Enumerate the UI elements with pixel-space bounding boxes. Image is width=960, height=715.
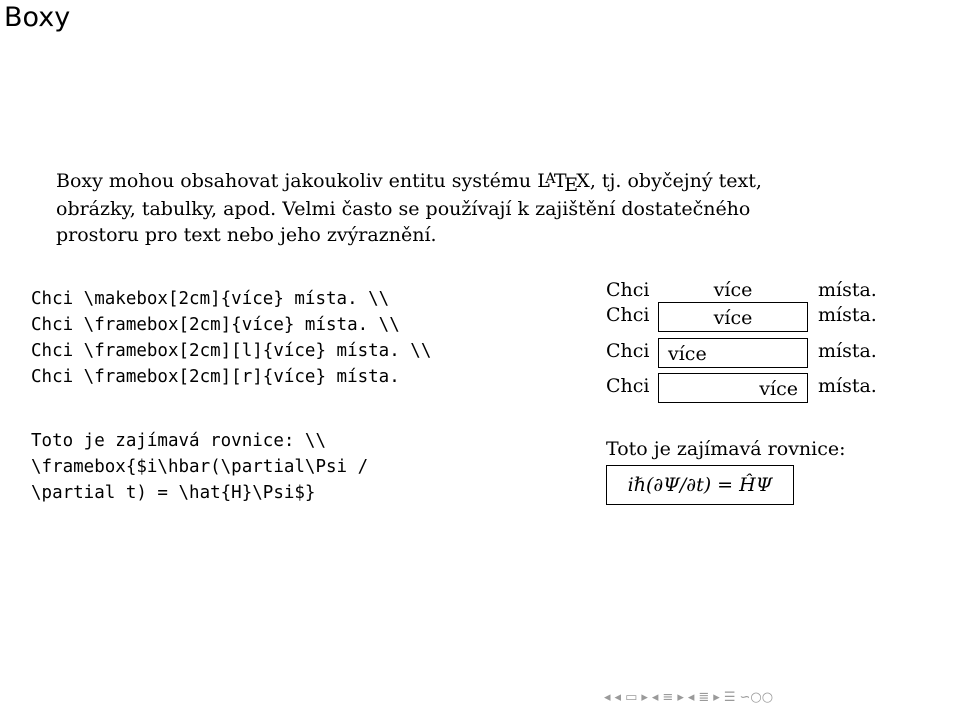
code-line: Chci \framebox[2cm][r]{více} místa.	[31, 367, 400, 387]
framebox-right: více	[658, 373, 808, 403]
subsection-right-icon[interactable]: ▸	[713, 690, 720, 705]
output-word: místa.	[818, 375, 877, 397]
subsection-left-icon[interactable]: ◂	[687, 690, 695, 705]
beamer-navigation: ◂ ◂ ▭ ▸ ◂ ≡ ▸ ◂ ≣ ▸ ☰ ∽○○	[604, 690, 773, 705]
triangle-left-icon[interactable]: ◂	[604, 690, 611, 705]
code-line: \framebox{$i\hbar(\partial\Psi /	[31, 457, 369, 477]
equation-framebox: iℏ(∂Ψ/∂t) = ĤΨ	[606, 465, 794, 505]
search-icon[interactable]: ∽○○	[739, 690, 774, 705]
framebox-centered: více	[658, 302, 808, 332]
frame-right-icon[interactable]: ▸	[641, 690, 648, 705]
section-left-icon[interactable]: ◂	[651, 690, 659, 705]
output-word: Chci	[606, 340, 650, 362]
frame-icon: ▭	[625, 690, 638, 705]
subsection-icon: ≣	[698, 690, 710, 705]
align-icon[interactable]: ☰	[723, 690, 736, 705]
code-line: Chci \framebox[2cm]{více} místa. \\	[31, 315, 400, 335]
intro-paragraph: Boxy mohou obsahovat jakoukoliv entitu s…	[56, 168, 836, 248]
section-icon: ≡	[662, 690, 674, 705]
code-line: Chci \framebox[2cm][l]{více} místa. \\	[31, 341, 432, 361]
output-word: místa.	[818, 304, 877, 326]
equation-formula: iℏ(∂Ψ/∂t) = ĤΨ	[627, 474, 773, 496]
section-right-icon[interactable]: ▸	[677, 690, 684, 705]
latex-logo: LATEX	[537, 170, 590, 197]
output-word: Chci	[606, 304, 650, 326]
makebox: více	[713, 279, 753, 301]
code-listing-equation: Toto je zajímavá rovnice: \\ \framebox{$i…	[31, 428, 368, 506]
code-line: \partial t) = \hat{H}\Psi$}	[31, 483, 316, 503]
code-line: Toto je zajímavá rovnice: \\	[31, 431, 327, 451]
code-listing-boxes: Chci \makebox[2cm]{více} místa. \\ Chci \…	[31, 286, 431, 390]
code-line: Chci \makebox[2cm]{více} místa. \\	[31, 289, 390, 309]
output-word: místa.	[818, 340, 877, 362]
output-word: Chci	[606, 375, 650, 397]
equation-label: Toto je zajímavá rovnice:	[606, 438, 846, 460]
slide-title: Boxy	[4, 2, 71, 33]
output-word: místa.	[818, 279, 877, 301]
output-word: Chci	[606, 279, 650, 301]
frame-left-icon[interactable]: ◂	[614, 690, 622, 705]
intro-text-after: , tj. obyčejný text, obrázky, tabulky, a…	[56, 170, 762, 246]
intro-text-before: Boxy mohou obsahovat jakoukoliv entitu s…	[56, 170, 538, 192]
framebox-left: více	[658, 338, 808, 368]
